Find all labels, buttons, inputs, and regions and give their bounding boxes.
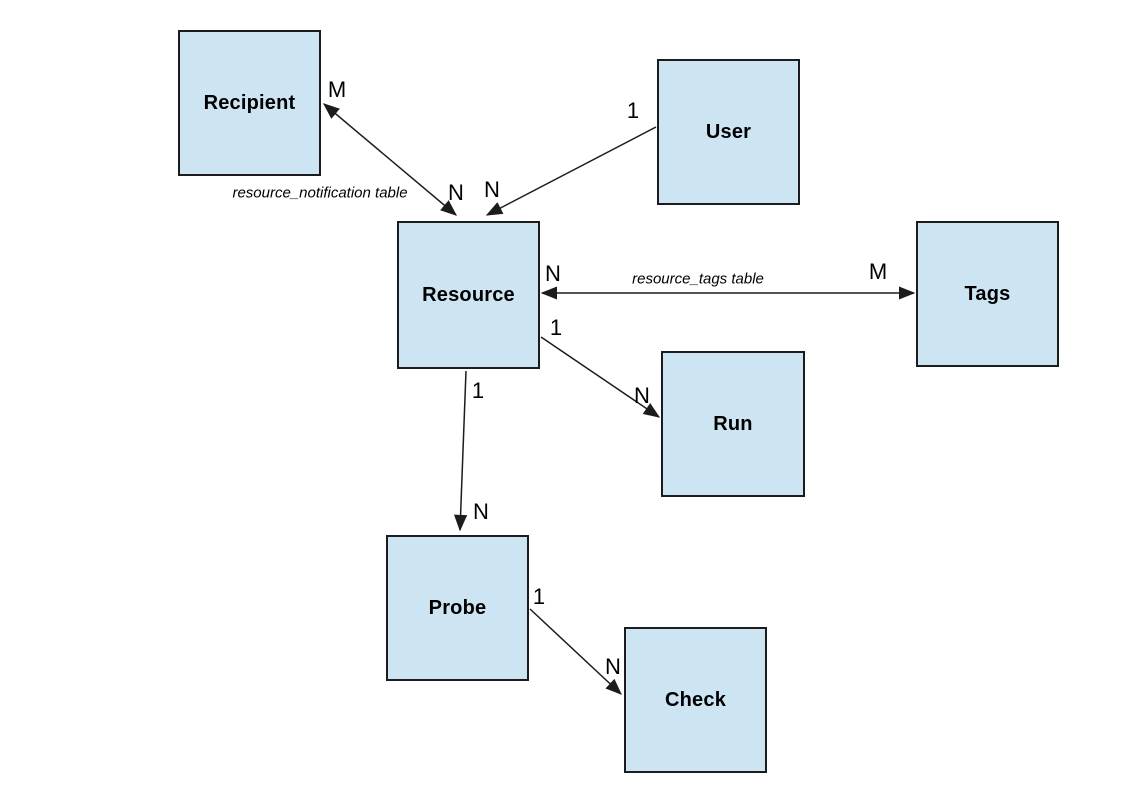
cardinality-resource-run-1: 1 [549, 315, 563, 340]
entity-user-label: User [705, 120, 752, 143]
cardinality-recipient-m: M [327, 77, 347, 102]
entity-probe: Probe [386, 535, 529, 681]
entity-check: Check [624, 627, 767, 773]
cardinality-user-resource-n: N [484, 177, 500, 202]
cardinality-resource-tags-n: N [545, 261, 561, 286]
entity-resource: Resource [397, 221, 540, 369]
cardinality-user-1: 1 [626, 98, 640, 123]
connector-user-resource [485, 126, 657, 216]
entity-resource-label: Resource [422, 283, 515, 306]
cardinality-check-n: N [605, 654, 621, 679]
cardinality-tags-m: M [868, 259, 888, 284]
entity-check-label: Check [664, 688, 727, 711]
connector-resource-recipient [322, 103, 458, 216]
entity-run: Run [661, 351, 805, 497]
connector-resource-run [540, 336, 661, 418]
connector-resource-probe [453, 370, 468, 532]
entity-recipient-label: Recipient [203, 91, 296, 114]
entity-run-label: Run [713, 412, 753, 435]
entity-probe-label: Probe [428, 596, 487, 619]
cardinality-probe-n: N [473, 499, 489, 524]
entity-user: User [657, 59, 800, 205]
entity-tags: Tags [916, 221, 1059, 367]
cardinality-probe-check-1: 1 [532, 584, 546, 609]
connector-probe-check [529, 608, 622, 695]
cardinality-resource-probe-1: 1 [471, 378, 485, 403]
cardinality-recipient-resource-n: N [448, 180, 464, 205]
entity-tags-label: Tags [964, 282, 1011, 305]
cardinality-run-n: N [634, 383, 650, 408]
annotation-resource-notification-table: resource_notification table [232, 184, 408, 202]
annotation-resource-tags-table: resource_tags table [632, 270, 764, 288]
entity-recipient: Recipient [178, 30, 321, 176]
